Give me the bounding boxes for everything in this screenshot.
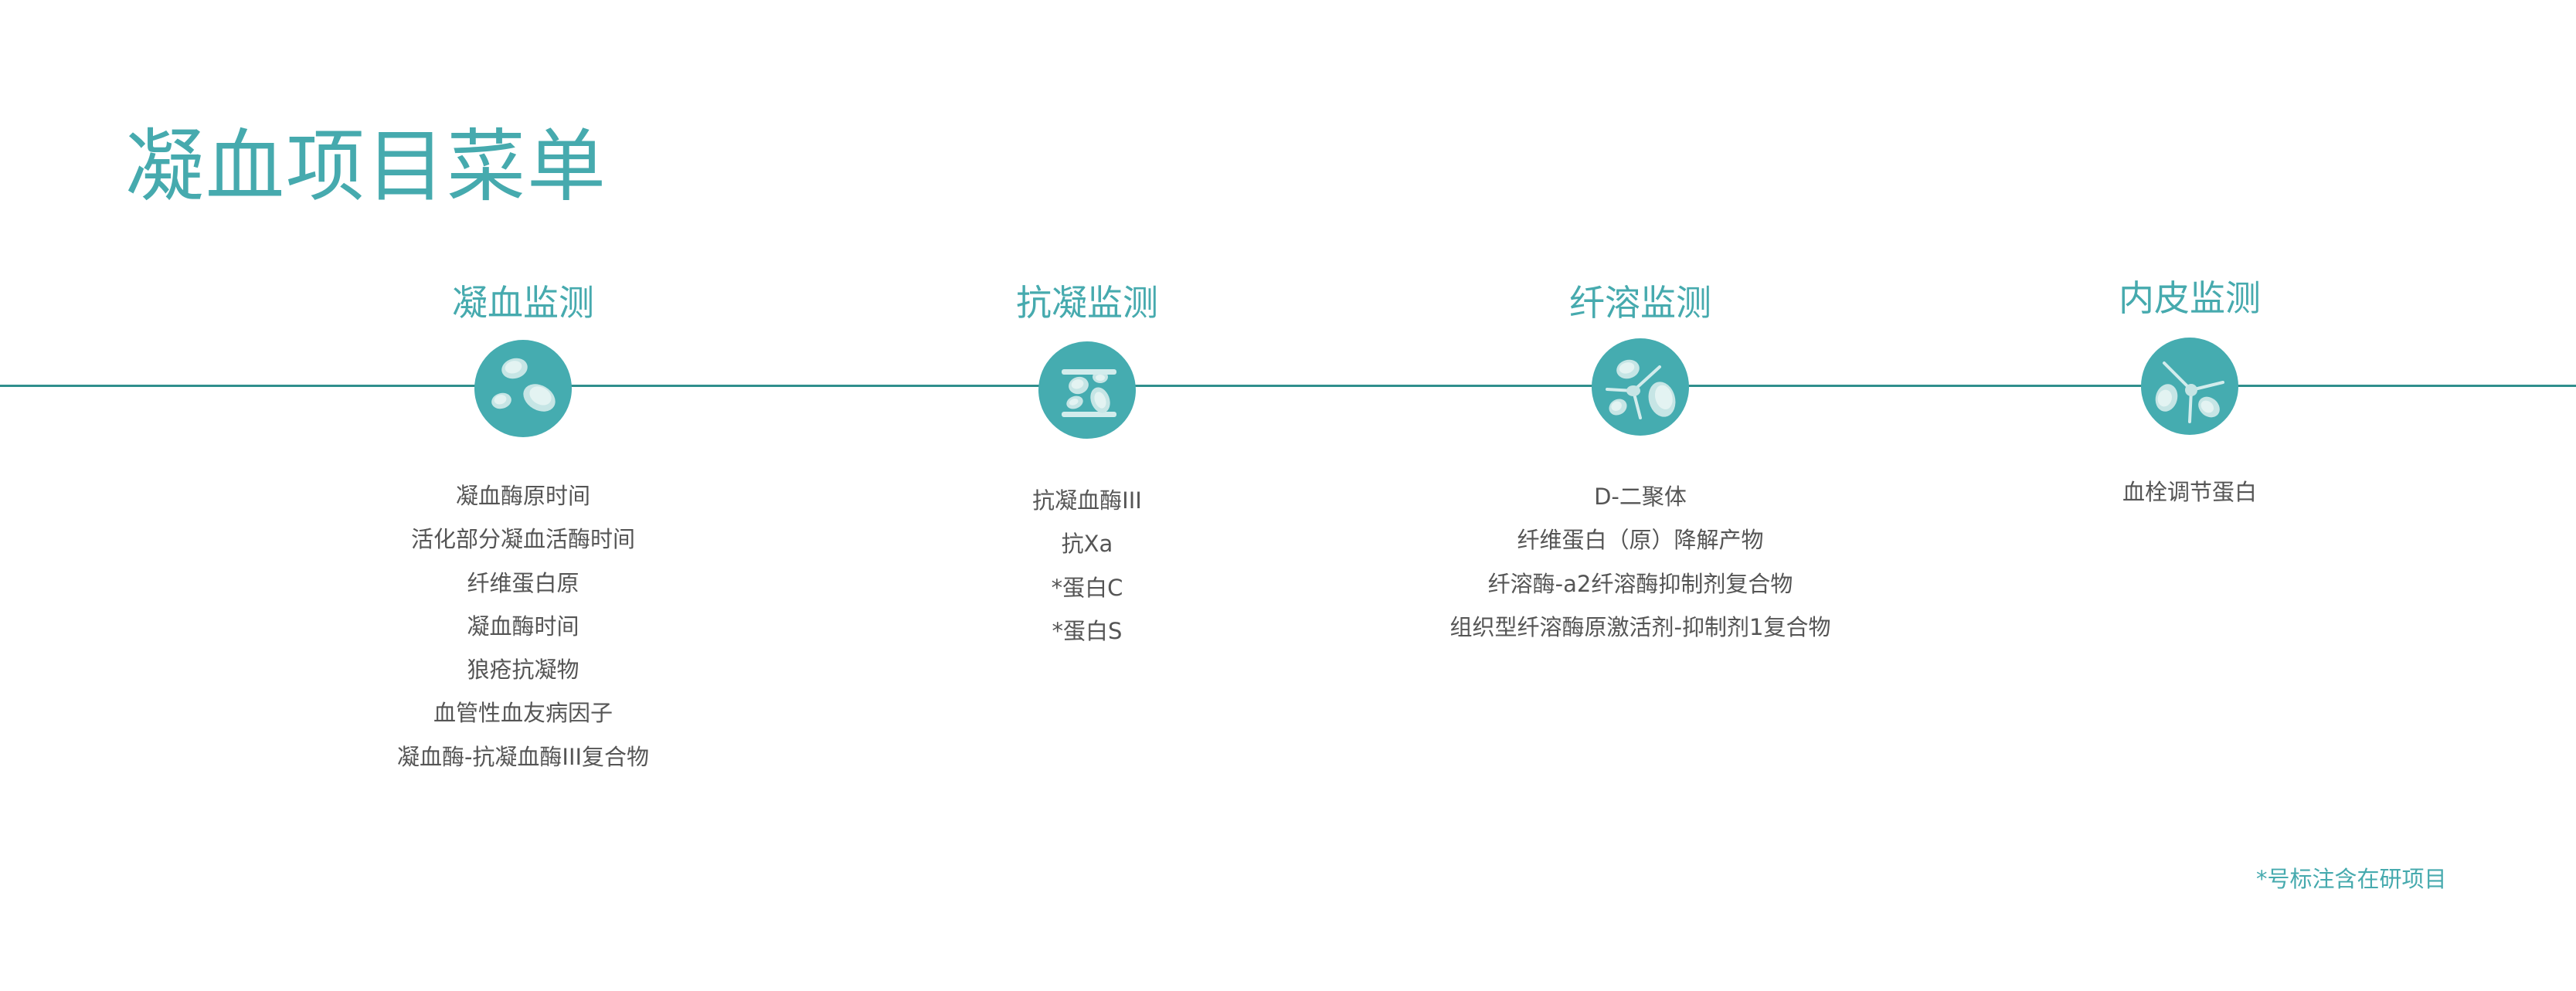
- list-item: *蛋白C: [1051, 574, 1123, 601]
- column-anticoagulation: 抗凝监测 抗凝血酶III 抗Xa *蛋白C *蛋白S: [817, 0, 1358, 991]
- column-heading: 抗凝监测: [1016, 282, 1158, 324]
- list-item: *蛋白S: [1052, 617, 1123, 644]
- list-item: 狼疮抗凝物: [467, 657, 579, 684]
- item-list: 血栓调节蛋白: [1919, 470, 2460, 514]
- anticoagulation-cells-icon: [1038, 341, 1136, 439]
- list-item: 纤溶酶-a2纤溶酶抑制剂复合物: [1487, 570, 1793, 597]
- list-item: 抗Xa: [1061, 531, 1113, 558]
- list-item: 凝血酶原时间: [455, 483, 590, 509]
- timeline-line: [0, 385, 2576, 387]
- blood-cells-icon: [474, 340, 572, 437]
- list-item: 血栓调节蛋白: [2122, 479, 2257, 505]
- list-item: 凝血酶-抗凝血酶III复合物: [396, 743, 650, 770]
- list-item: 纤维蛋白（原）降解产物: [1517, 527, 1764, 554]
- page-title: 凝血项目菜单: [125, 121, 607, 213]
- list-item: 组织型纤溶酶原激活剂-抑制剂1复合物: [1449, 613, 1831, 640]
- item-list: 凝血酶原时间 活化部分凝血活酶时间 纤维蛋白原 凝血酶时间 狼疮抗凝物 血管性血…: [253, 474, 794, 779]
- list-item: D-二聚体: [1594, 484, 1687, 510]
- fibrinolysis-network-icon: [1592, 338, 1689, 436]
- item-list: D-二聚体 纤维蛋白（原）降解产物 纤溶酶-a2纤溶酶抑制剂复合物 组织型纤溶酶…: [1370, 475, 1911, 649]
- list-item: 血管性血友病因子: [433, 700, 613, 727]
- list-item: 活化部分凝血活酶时间: [410, 526, 635, 553]
- column-coagulation: 凝血监测 凝血酶原时间 活化部分凝血活酶时间 纤维蛋白原 凝血酶时间 狼疮抗凝物…: [253, 0, 794, 991]
- endothelium-node-icon: [2141, 338, 2238, 435]
- column-fibrinolysis: 纤溶监测 D-二聚体 纤维蛋白（原）降解产物: [1370, 0, 1911, 991]
- list-item: 凝血酶时间: [467, 613, 579, 640]
- column-heading: 纤溶监测: [1569, 282, 1711, 324]
- column-heading: 凝血监测: [452, 282, 594, 324]
- footnote: *号标注含在研项目: [2256, 866, 2447, 892]
- item-list: 抗凝血酶III 抗Xa *蛋白C *蛋白S: [817, 479, 1358, 653]
- column-endothelium: 内皮监测 血栓调节蛋白: [1919, 0, 2460, 991]
- list-item: 抗凝血酶III: [1032, 487, 1142, 514]
- column-heading: 内皮监测: [2119, 277, 2261, 319]
- list-item: 纤维蛋白原: [467, 569, 579, 596]
